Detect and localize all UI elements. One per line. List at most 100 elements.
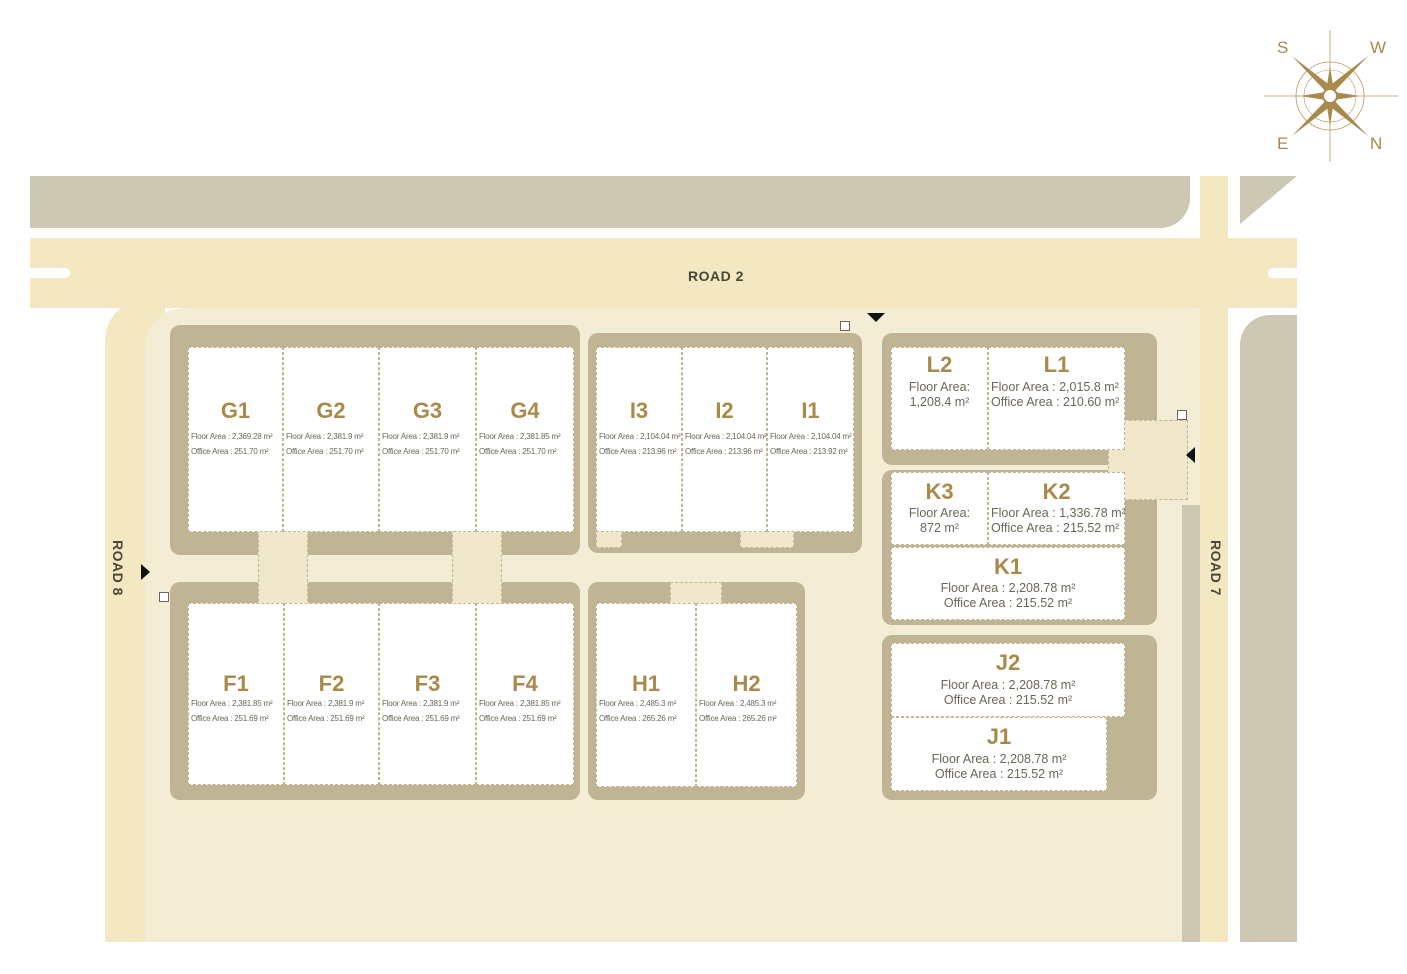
office-area: Office Area : 215.52 m² [934, 767, 1064, 781]
office-area: Office Area : 251.70 m² [286, 447, 364, 456]
guard-post-icon [159, 592, 169, 602]
unit-code: K3 [925, 479, 954, 504]
floor-area: Floor Area : 2,208.78 m² [940, 678, 1076, 692]
unit-g3[interactable]: G3 Floor Area : 2,381.9 m² Office Area :… [379, 347, 476, 532]
floor-area: Floor Area : 2,381.85 m² [191, 699, 273, 708]
floor-area: Floor Area : 2,015.8 m² [991, 380, 1119, 394]
floor-area: Floor Area : 2,369.28 m² [191, 432, 273, 441]
floor-area: Floor Area : 2,104.04 m² [599, 432, 681, 441]
unit-l1[interactable]: L1 Floor Area : 2,015.8 m² Office Area :… [988, 347, 1125, 450]
unit-f3[interactable]: F3 Floor Area : 2,381.9 m² Office Area :… [379, 603, 476, 785]
unit-j2[interactable]: J2 Floor Area : 2,208.78 m² Office Area … [891, 643, 1125, 717]
office-area: Office Area : 213.96 m² [685, 447, 763, 456]
floor-area: Floor Area : 2,381.9 m² [286, 432, 364, 441]
unit-i2[interactable]: I2 Floor Area : 2,104.04 m² Office Area … [682, 347, 767, 532]
walkway [815, 582, 870, 800]
road-8-label: ROAD 8 [109, 540, 126, 596]
unit-code: F1 [223, 671, 249, 696]
floor-area: Floor Area : 1,336.78 m² [991, 506, 1126, 520]
unit-code: K2 [1042, 479, 1071, 504]
unit-code: K1 [993, 554, 1023, 579]
unit-code: F2 [318, 671, 345, 696]
office-area: 872 m² [920, 521, 959, 535]
office-area: Office Area : 265.26 m² [599, 714, 677, 723]
unit-i1[interactable]: I1 Floor Area : 2,104.04 m² Office Area … [767, 347, 854, 532]
floor-area: Floor Area : 2,381.85 m² [479, 432, 561, 441]
entrance-arrow-icon [867, 313, 885, 322]
office-area: Office Area : 251.69 m² [479, 714, 557, 723]
grey-corner-top-right [1240, 176, 1297, 224]
floor-area: Floor Area : 2,208.78 m² [940, 581, 1076, 595]
unit-f1[interactable]: F1 Floor Area : 2,381.85 m² Office Area … [188, 603, 284, 785]
office-area: Office Area : 215.52 m² [991, 521, 1120, 535]
floor-area: Floor Area: [908, 506, 971, 520]
unit-code: F3 [414, 671, 441, 696]
floor-area: Floor Area : 2,104.04 m² [770, 432, 852, 441]
unit-k1[interactable]: K1 Floor Area : 2,208.78 m² Office Area … [891, 547, 1125, 620]
floor-area: Floor Area : 2,208.78 m² [931, 752, 1067, 766]
road-2-label: ROAD 2 [688, 268, 744, 284]
office-area: Office Area : 215.52 m² [943, 596, 1073, 610]
guard-post-icon [840, 321, 850, 331]
unit-g4[interactable]: G4 Floor Area : 2,381.85 m² Office Area … [476, 347, 574, 532]
unit-f2[interactable]: F2 Floor Area : 2,381.9 m² Office Area :… [284, 603, 379, 785]
entrance-arrow-icon [1186, 447, 1195, 463]
grey-band-right [1240, 315, 1297, 942]
unit-code: L1 [1043, 352, 1070, 377]
unit-code: J1 [986, 724, 1012, 749]
office-area: Office Area : 213.96 m² [599, 447, 677, 456]
floor-area: Floor Area : 2,381.85 m² [479, 699, 561, 708]
unit-k2[interactable]: K2 Floor Area : 1,336.78 m² Office Area … [988, 472, 1126, 545]
unit-code: G3 [412, 398, 443, 423]
unit-code: H1 [631, 671, 661, 696]
unit-i3[interactable]: I3 Floor Area : 2,104.04 m² Office Area … [596, 347, 682, 532]
floor-area: Floor Area : 2,381.9 m² [382, 432, 460, 441]
unit-l2[interactable]: L2 Floor Area: 1,208.4 m² [891, 347, 988, 450]
unit-code: I3 [629, 398, 649, 423]
unit-code: I2 [715, 398, 734, 423]
unit-k3[interactable]: K3 Floor Area: 872 m² [891, 472, 988, 545]
office-area: Office Area : 251.70 m² [479, 447, 557, 456]
compass-w: W [1370, 38, 1387, 57]
entrance-arrow-icon [141, 564, 150, 580]
floor-area: Floor Area: [908, 380, 971, 394]
unit-f4[interactable]: F4 Floor Area : 2,381.85 m² Office Area … [476, 603, 574, 785]
office-area: Office Area : 210.60 m² [991, 395, 1120, 409]
office-area: Office Area : 213.92 m² [770, 447, 848, 456]
compass-rose-icon [1264, 30, 1398, 162]
road-7 [1200, 300, 1228, 942]
floor-area: Floor Area : 2,485.3 m² [699, 699, 777, 708]
floor-area: Floor Area : 2,104.04 m² [685, 432, 767, 441]
unit-g2[interactable]: G2 Floor Area : 2,381.9 m² Office Area :… [283, 347, 379, 532]
road-7-curb [1182, 505, 1200, 942]
unit-code: G1 [220, 398, 251, 423]
unit-g1[interactable]: G1 Floor Area : 2,369.28 m² Office Area … [188, 347, 283, 532]
unit-code: G2 [316, 398, 346, 423]
unit-code: F4 [512, 671, 538, 696]
office-area: Office Area : 215.52 m² [943, 693, 1073, 707]
road-2 [30, 238, 1297, 308]
unit-code: H2 [732, 671, 761, 696]
unit-code: J2 [995, 650, 1021, 675]
office-area: Office Area : 251.70 m² [191, 447, 269, 456]
unit-code: G4 [510, 398, 540, 423]
floor-area: Floor Area : 2,381.9 m² [382, 699, 460, 708]
road-divider [1268, 268, 1298, 278]
floor-area: Floor Area : 2,485.3 m² [599, 699, 677, 708]
office-area: Office Area : 251.70 m² [382, 447, 460, 456]
office-area: Office Area : 265.26 m² [699, 714, 777, 723]
office-area: 1,208.4 m² [909, 395, 970, 409]
unit-h2[interactable]: H2 Floor Area : 2,485.3 m² Office Area :… [696, 603, 797, 787]
unit-j1[interactable]: J1 Floor Area : 2,208.78 m² Office Area … [891, 717, 1107, 791]
unit-h1[interactable]: H1 Floor Area : 2,485.3 m² Office Area :… [596, 603, 696, 787]
unit-code: L2 [926, 352, 953, 377]
compass-e: E [1277, 134, 1289, 153]
guard-post-icon [1177, 410, 1187, 420]
compass-n: N [1370, 134, 1383, 153]
compass-s: S [1277, 38, 1289, 57]
office-area: Office Area : 251.69 m² [191, 714, 269, 723]
office-area: Office Area : 251.69 m² [382, 714, 460, 723]
unit-code: I1 [801, 398, 820, 423]
road-7-label: ROAD 7 [1207, 540, 1224, 596]
